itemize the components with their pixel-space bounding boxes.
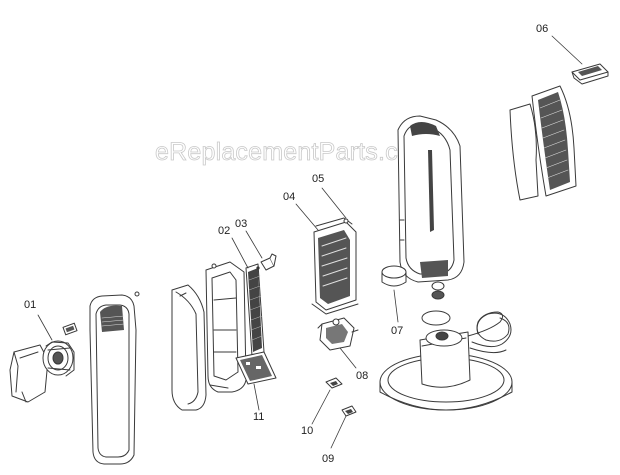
leader-lines [37, 35, 583, 449]
leader-01 [37, 314, 53, 341]
leader-07 [393, 289, 399, 323]
part-inner-frame [205, 261, 247, 393]
watermark: eReplacementParts.com [155, 138, 434, 167]
part-01-motor-housing [9, 322, 78, 403]
callout-07: 07 [391, 325, 404, 337]
callout-10: 10 [301, 425, 314, 437]
leader-04 [295, 203, 319, 231]
leader-02 [231, 237, 249, 269]
part-base-with-cord [379, 311, 513, 411]
part-08-motor [317, 317, 359, 351]
part-03-clip [256, 253, 277, 271]
part-10-connector [325, 377, 343, 389]
part-06-remote [571, 63, 609, 85]
part-09-switch [341, 405, 357, 417]
part-rear-grille [509, 85, 577, 201]
callout-02: 02 [218, 225, 231, 237]
callout-06: 06 [536, 23, 549, 35]
callout-04: 04 [283, 191, 296, 203]
part-front-panel [89, 291, 140, 465]
part-04-cartridge [311, 217, 359, 315]
part-07-knob [381, 265, 445, 300]
part-gasket-ring [421, 310, 451, 326]
callout-01: 01 [24, 299, 37, 311]
part-tower-body [397, 115, 465, 283]
leader-11 [253, 383, 260, 411]
leader-08 [339, 347, 357, 369]
leader-03 [245, 230, 263, 259]
callout-03: 03 [235, 218, 248, 230]
part-11-circuit-board [235, 351, 277, 385]
callout-09: 09 [322, 453, 335, 465]
part-rear-panel [171, 284, 207, 411]
callout-08: 08 [356, 370, 369, 382]
callout-11: 11 [253, 411, 265, 423]
callout-05: 05 [312, 173, 325, 185]
part-02-filter-screen [245, 263, 265, 357]
leader-05 [321, 187, 347, 219]
leader-10 [311, 389, 331, 425]
leader-06 [551, 35, 583, 65]
leader-09 [330, 415, 347, 449]
